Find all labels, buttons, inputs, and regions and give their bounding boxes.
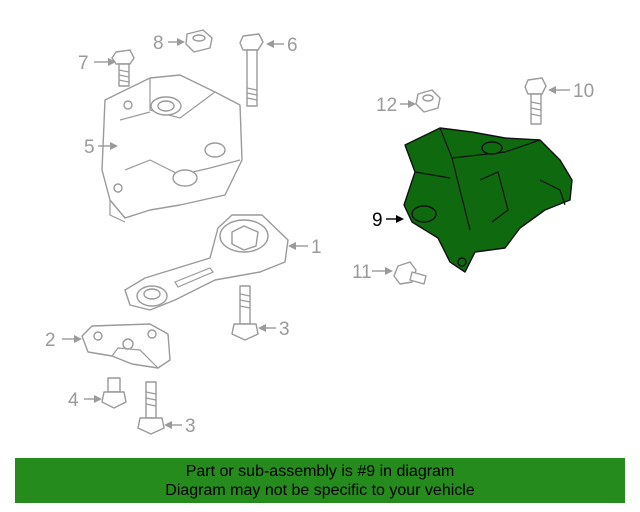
parts-diagram: 7 8 6 5 1 2 3 4 3 12 10 9 11 [45, 29, 594, 437]
part-10-bolt[interactable] [524, 77, 547, 125]
part-8-nut[interactable] [185, 29, 213, 53]
part-3-bolt-lower[interactable] [137, 381, 165, 435]
part-2-bracket[interactable] [81, 323, 171, 369]
part-6-bolt[interactable] [239, 33, 264, 107]
callout-8: 8 [153, 33, 164, 54]
callout-3-lower: 3 [185, 416, 196, 437]
callout-11: 11 [352, 262, 372, 283]
callout-9: 9 [372, 210, 383, 231]
callout-10: 10 [573, 81, 594, 102]
part-5-mount-bracket[interactable] [101, 74, 243, 223]
callout-4: 4 [68, 390, 79, 411]
part-1-torque-rod[interactable] [124, 214, 289, 311]
banner-line-1: Part or sub-assembly is #9 in diagram [185, 463, 455, 480]
part-11-bolt[interactable] [393, 261, 427, 285]
callout-12: 12 [376, 95, 397, 116]
callout-2: 2 [45, 330, 56, 351]
callout-labels: 7 8 6 5 1 2 3 4 3 12 10 9 11 [45, 33, 594, 437]
callout-5: 5 [84, 137, 95, 158]
part-4-bolt[interactable] [101, 377, 127, 409]
callout-3-upper: 3 [279, 319, 290, 340]
callout-6: 6 [287, 35, 298, 56]
banner-line-2: Diagram may not be specific to your vehi… [165, 482, 475, 499]
part-3-bolt-upper[interactable] [231, 285, 259, 341]
part-9-transmission-mount[interactable] [403, 127, 573, 273]
callout-1: 1 [311, 237, 322, 258]
callout-7: 7 [78, 53, 89, 74]
leader-lines [62, 38, 570, 429]
part-12-nut[interactable] [415, 89, 441, 113]
info-banner: Part or sub-assembly is #9 in diagram Di… [15, 458, 625, 503]
part-7-bolt[interactable] [111, 49, 135, 87]
